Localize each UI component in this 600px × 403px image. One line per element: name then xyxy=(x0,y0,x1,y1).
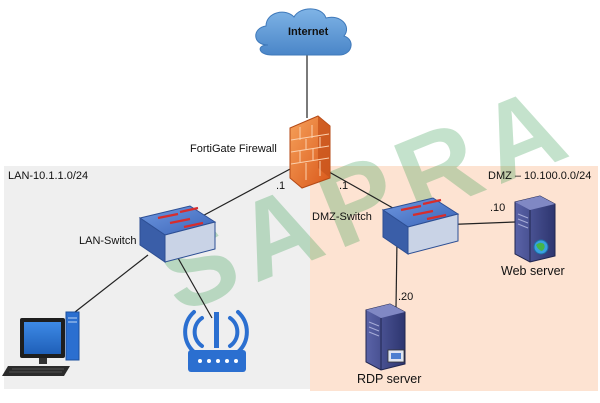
wireless-router-icon xyxy=(183,310,249,372)
fw-lan-ip-label: .1 xyxy=(276,180,286,192)
web-server-ip-label: .10 xyxy=(490,202,506,214)
firewall-icon xyxy=(289,115,331,189)
server-icon xyxy=(514,195,556,263)
rdp-server-ip-label: .20 xyxy=(398,291,414,303)
computer-icon xyxy=(2,311,80,376)
lan-zone-label: LAN-10.1.1.0/24 xyxy=(8,170,89,182)
cloud-icon xyxy=(255,8,352,56)
internet-label: Internet xyxy=(288,26,329,38)
fw-dmz-ip-label: .1 xyxy=(339,180,349,192)
lan-switch-label: LAN-Switch xyxy=(79,235,137,247)
watermark: SAPRA xyxy=(141,60,590,337)
link-lan-switch-access-point xyxy=(177,257,213,319)
switch-icon xyxy=(138,205,217,263)
link-firewall-dmz-switch xyxy=(321,167,401,213)
watermark-text: SAPRA xyxy=(141,60,590,337)
firewall-label: FortiGate Firewall xyxy=(190,143,277,155)
server-icon xyxy=(365,303,406,371)
web-server-label: Web server xyxy=(501,264,565,278)
link-lan-switch-workstation xyxy=(74,254,149,313)
dmz-switch-label: DMZ-Switch xyxy=(312,211,372,223)
rdp-server-label: RDP server xyxy=(357,372,422,386)
dmz-zone-label: DMZ – 10.100.0.0/24 xyxy=(488,170,592,182)
switch-icon xyxy=(381,197,460,255)
link-dmz-switch-rdp-server xyxy=(395,239,398,309)
